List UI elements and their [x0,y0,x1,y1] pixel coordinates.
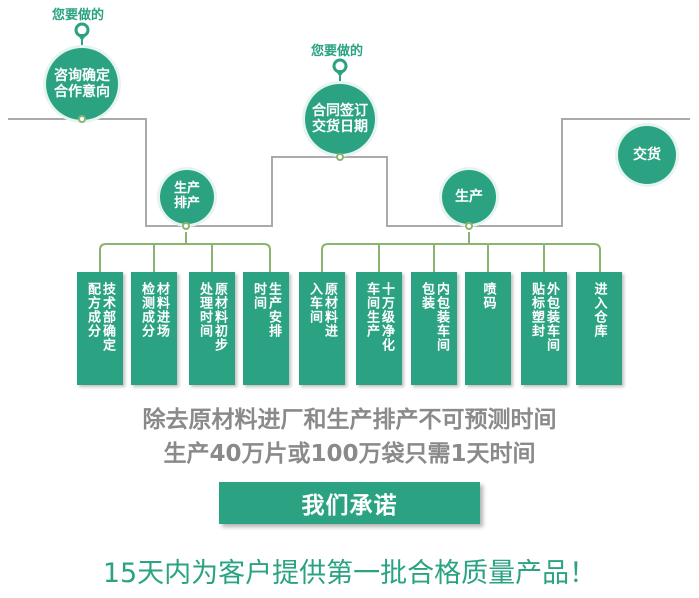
process-box-text: 喷码 [480,282,496,310]
process-box-text: 十万级净化 [379,282,394,352]
connector-dot [78,115,86,123]
process-box-text: 贴标塑封 [529,282,544,338]
process-box-text: 原材料进 [322,282,337,338]
promise-banner: 我们承诺 [219,482,480,524]
process-box-text: 材料进场 [154,282,169,338]
note-line-2: 生产40万片或100万袋只需1天时间 [163,441,536,467]
step-schedule-line2: 排产 [173,196,200,211]
process-box: 技术部确定配方成分 [77,272,123,385]
process-box-text: 技术部确定 [100,282,115,352]
bracket-right [321,232,601,272]
process-box: 原材料初步处理时间 [189,272,235,385]
location-pin-icon [332,58,348,77]
connector-dot [336,153,344,161]
step-contract-line2: 交货日期 [312,119,368,135]
process-box: 生产安排时间 [243,272,289,385]
process-box: 喷码 [465,272,511,385]
step-schedule-line1: 生产 [173,181,200,197]
pin-label-1: 您要做的 [52,8,105,23]
process-box: 原材料进入车间 [299,272,345,385]
process-box-text: 车间生产 [364,282,379,338]
connector-dot [465,222,473,230]
step-consult-line2: 合作意向 [54,84,110,100]
process-box-text: 原材料初步 [212,282,227,352]
process-box: 内包装车间包装 [411,272,457,385]
process-box-text: 入车间 [307,282,322,324]
process-box-text: 时间 [251,282,266,310]
process-box-text: 进入仓库 [591,282,607,338]
location-pin-icon [74,22,90,41]
step-delivery: 交货 [618,126,676,184]
process-box-text: 配方成分 [85,282,100,338]
pin-label-2: 您要做的 [311,44,364,59]
process-box-text: 外包装车间 [544,282,559,352]
process-box: 进入仓库 [576,272,622,385]
step-production-schedule: 生产 排产 [160,170,214,224]
step-consult-line1: 咨询确定 [54,67,110,84]
step-consult: 咨询确定 合作意向 [46,48,118,120]
step-contract-line1: 合同签订 [312,102,368,119]
process-box-text: 内包装车间 [434,282,449,352]
process-box: 十万级净化车间生产 [356,272,402,385]
bracket-left [99,232,271,272]
step-production: 生产 [442,170,496,224]
connector-dot [182,222,190,230]
step-contract: 合同签订 交货日期 [305,84,375,154]
timeline [8,118,690,227]
process-box-text: 包装 [419,282,434,310]
process-box: 外包装车间贴标塑封 [521,272,567,385]
final-statement: 15天内为客户提供第一批合格质量产品！ [102,558,597,589]
process-box-text: 处理时间 [197,282,212,338]
note-line-1: 除去原材料进厂和生产排产不可预测时间 [142,407,557,433]
process-box-text: 生产安排 [266,282,281,338]
step-production-line1: 生产 [455,188,483,205]
process-box-text: 检测成分 [139,282,154,338]
step-delivery-line1: 交货 [633,146,661,163]
process-box: 材料进场检测成分 [131,272,177,385]
